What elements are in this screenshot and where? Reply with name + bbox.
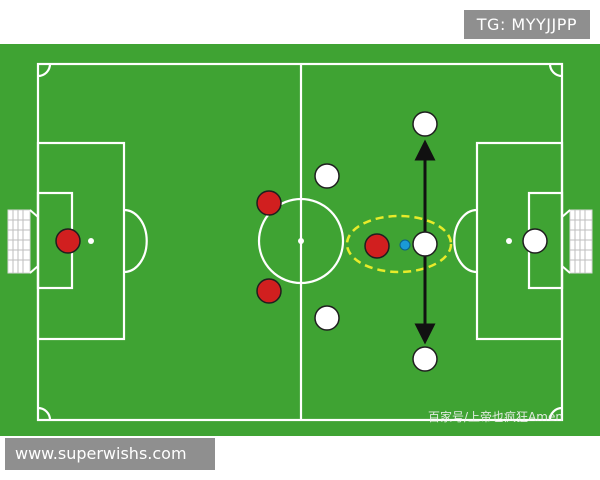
red-upper-midfielder-marker bbox=[256, 190, 282, 216]
white-bottom-winger-marker bbox=[412, 346, 438, 372]
goal-net-icon bbox=[561, 209, 593, 274]
corner-arc-top-left bbox=[37, 63, 52, 78]
white-ball-carrier-marker bbox=[412, 231, 438, 257]
corner-arc-top-right bbox=[548, 63, 563, 78]
pitch-markings bbox=[36, 62, 564, 422]
left-penalty-arc bbox=[123, 208, 148, 274]
white-upper-midfielder-marker bbox=[314, 163, 340, 189]
baijiahao-watermark: 百家号/上帝也疯狂Amen bbox=[428, 410, 563, 424]
website-label: www.superwishs.com bbox=[5, 438, 215, 470]
white-goalkeeper-marker bbox=[522, 228, 548, 254]
center-circle bbox=[257, 197, 345, 285]
white-team-players bbox=[314, 111, 548, 372]
pitch-spots bbox=[88, 238, 512, 244]
corner-arc-bottom-right bbox=[548, 406, 563, 421]
right-penalty-arc bbox=[453, 208, 478, 274]
dashed-ellipse-icon bbox=[345, 214, 453, 274]
tg-label: TG: MYYJJPP bbox=[463, 10, 590, 39]
white-top-winger-marker bbox=[412, 111, 438, 137]
red-goalkeeper-marker bbox=[55, 228, 81, 254]
left-penalty-spot bbox=[88, 238, 94, 244]
red-forward-marker bbox=[364, 233, 390, 259]
white-lower-midfielder-marker bbox=[314, 305, 340, 331]
left-goal-frame bbox=[7, 209, 31, 274]
corner-arc-bottom-left bbox=[37, 406, 52, 421]
red-team-players bbox=[55, 190, 390, 304]
goal-net-icon bbox=[7, 209, 39, 274]
red-lower-midfielder-marker bbox=[256, 278, 282, 304]
ball-icon bbox=[399, 239, 411, 251]
right-penalty-spot bbox=[506, 238, 512, 244]
right-goal-frame bbox=[569, 209, 593, 274]
center-spot bbox=[298, 238, 304, 244]
